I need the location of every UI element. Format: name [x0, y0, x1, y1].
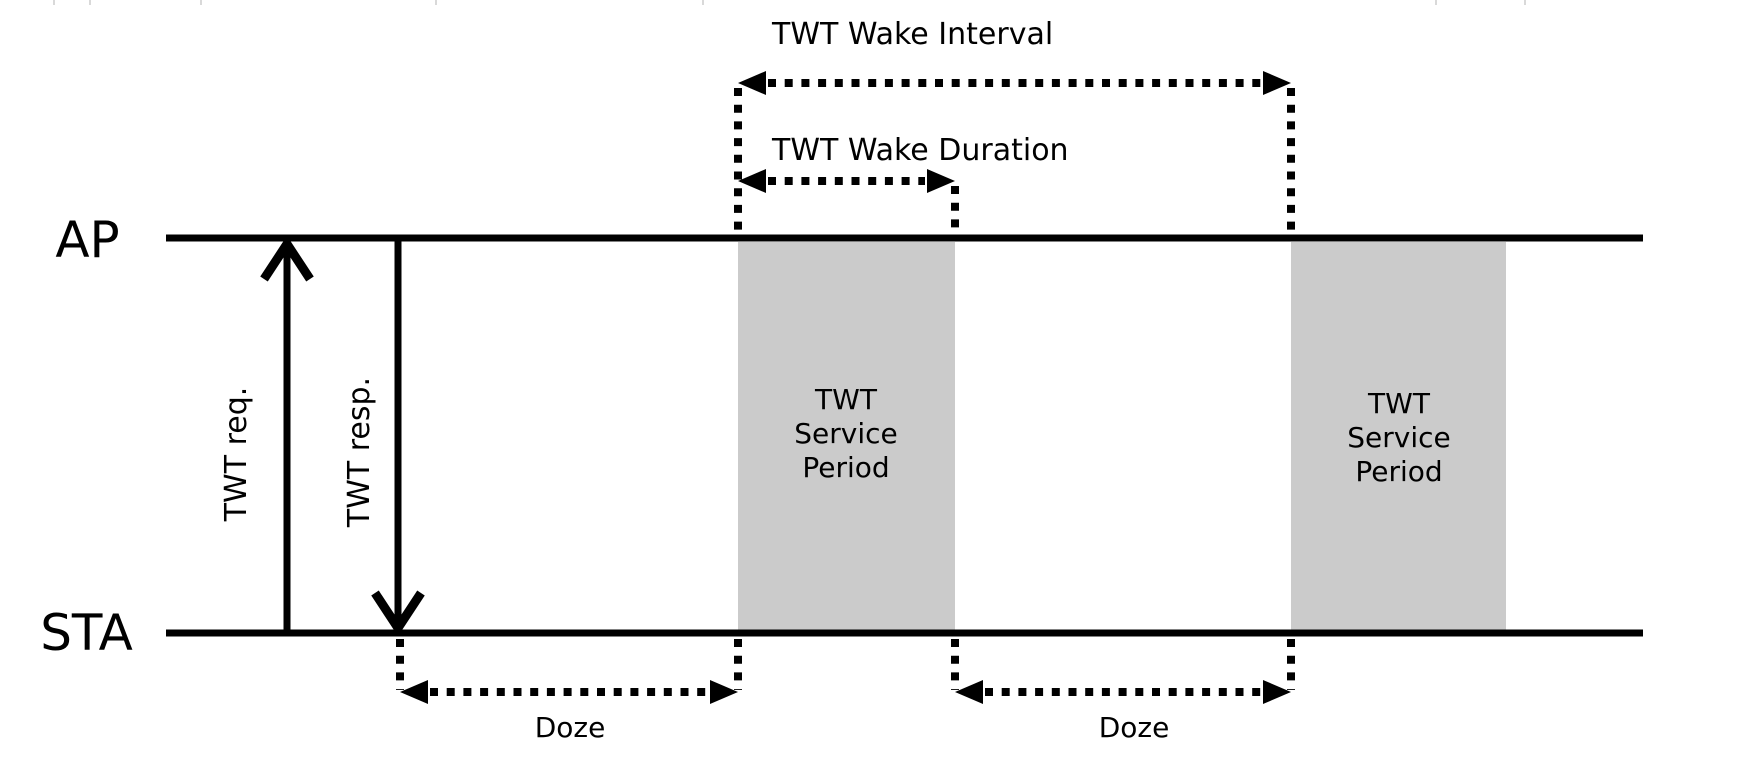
wake-interval-label: TWT Wake Interval [772, 17, 1054, 52]
ap-label: AP [55, 211, 120, 269]
wake-interval-arrow [738, 71, 1291, 95]
twt-resp-arrow [371, 241, 425, 637]
service-period-label-1: TWT Service Period [794, 383, 898, 484]
twt-resp-label: TWT resp. [342, 376, 377, 528]
doze-label-1: Doze [534, 711, 606, 744]
sta-label: STA [40, 604, 133, 662]
doze-arrow-2 [955, 680, 1291, 704]
wake-duration-arrow [738, 169, 955, 193]
top-edge-artifact-ticks [53, 0, 1526, 5]
doze-label-2: Doze [1098, 711, 1170, 744]
doze-arrow-1 [400, 680, 738, 704]
service-period-label-2: TWT Service Period [1347, 387, 1451, 488]
twt-req-label: TWT req. [219, 386, 254, 522]
twt-service-period-box-1 [738, 242, 955, 630]
twt-req-arrow [260, 235, 314, 633]
twt-service-period-box-2 [1291, 242, 1506, 630]
upper-dotted-guides [734, 88, 1295, 234]
lower-dotted-guides [396, 639, 1295, 690]
wake-duration-label: TWT Wake Duration [772, 133, 1069, 168]
